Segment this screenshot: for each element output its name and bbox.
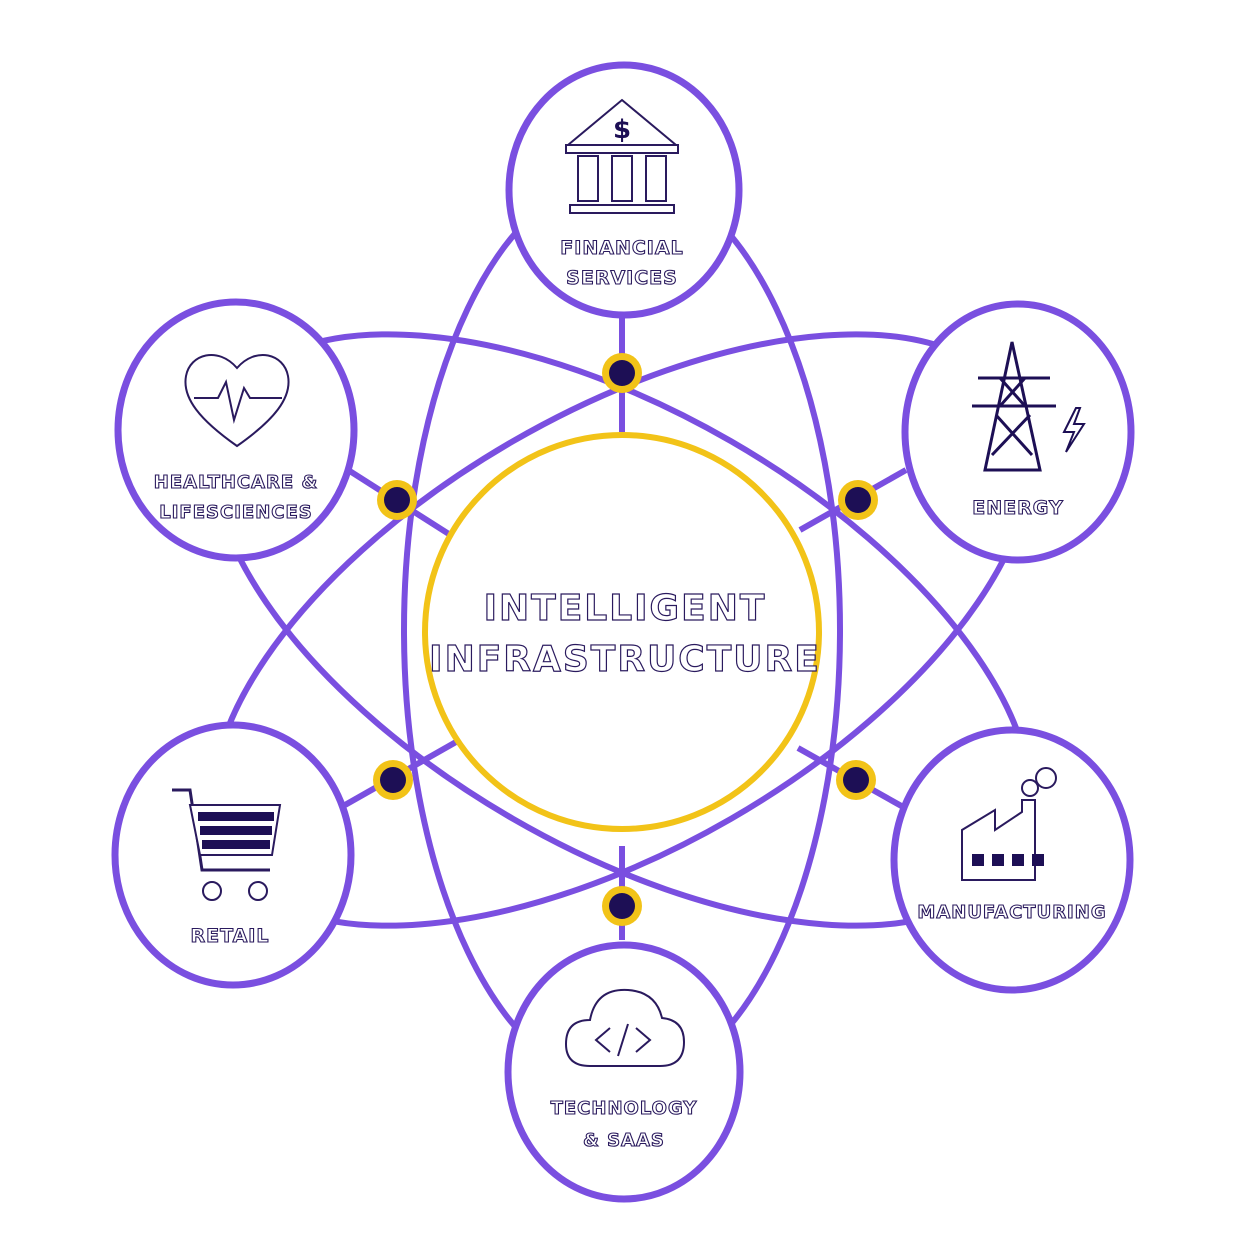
technology-label-line2: & SAAS [583, 1130, 665, 1151]
connector-dot [602, 353, 642, 393]
financial-label-line2: SERVICES [566, 267, 678, 289]
node-healthcare-lifesciences[interactable]: HEALTHCARE & LIFESCIENCES [114, 298, 358, 562]
node-manufacturing[interactable]: MANUFACTURING [890, 726, 1134, 994]
center-hub: INTELLIGENT INFRASTRUCTURE [422, 432, 822, 832]
center-title-line2: INFRASTRUCTURE [429, 639, 821, 680]
bank-icon: $ [565, 98, 679, 214]
node-retail[interactable]: RETAIL [111, 721, 355, 989]
node-energy[interactable]: ENERGY [901, 300, 1135, 564]
factory-icon [961, 767, 1057, 881]
connector-dot [838, 480, 878, 520]
svg-text:$: $ [613, 115, 631, 145]
financial-label-line1: FINANCIAL [560, 237, 683, 259]
healthcare-label-line1: HEALTHCARE & [154, 472, 318, 493]
heart-pulse-icon [184, 354, 290, 448]
shopping-cart-icon [172, 788, 282, 901]
power-tower-icon [972, 341, 1086, 472]
cloud-code-icon [564, 988, 686, 1067]
center-title-line1: INTELLIGENT [484, 588, 767, 629]
retail-label: RETAIL [191, 925, 270, 947]
connector-dot [602, 886, 642, 926]
energy-label: ENERGY [972, 497, 1063, 519]
center-circle [422, 432, 822, 832]
connector-dot [377, 480, 417, 520]
node-financial-services[interactable]: $ FINANCIAL SERVICES [505, 61, 743, 319]
node-circle [504, 941, 744, 1203]
node-technology-saas[interactable]: TECHNOLOGY & SAAS [504, 941, 744, 1203]
connector-dot [836, 760, 876, 800]
connector-dots [373, 353, 878, 926]
connector-dot [373, 760, 413, 800]
manufacturing-label: MANUFACTURING [917, 902, 1106, 923]
healthcare-label-line2: LIFESCIENCES [159, 502, 312, 523]
technology-label-line1: TECHNOLOGY [551, 1098, 698, 1119]
